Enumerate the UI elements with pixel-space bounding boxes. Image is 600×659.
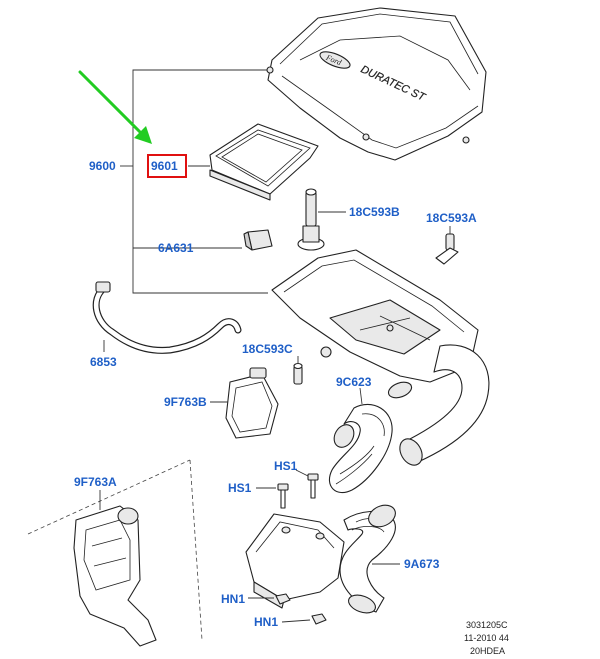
sensor-18c593b xyxy=(297,188,346,251)
ref-line-2: 11-2010 44 xyxy=(464,633,509,643)
assembly-bracket xyxy=(120,69,268,294)
duct-9a673 xyxy=(339,504,400,614)
resonator-9f763a xyxy=(73,490,157,647)
engine-cover: Ford DURATEC ST xyxy=(266,7,487,161)
label-18c593b[interactable]: 18C593B xyxy=(349,205,400,219)
nut-hn1-a xyxy=(248,593,291,605)
sensor-18c593a xyxy=(435,226,459,265)
label-6853[interactable]: 6853 xyxy=(90,355,117,369)
label-9f763b[interactable]: 9F763B xyxy=(164,395,207,409)
breather-tube-6853 xyxy=(92,281,242,354)
nut-hn1-b xyxy=(281,613,327,625)
label-18c593c[interactable]: 18C593C xyxy=(242,342,293,356)
hose-9c623 xyxy=(328,387,393,494)
label-9a673[interactable]: 9A673 xyxy=(404,557,440,571)
highlight-box-9601 xyxy=(147,154,187,178)
label-9f763a[interactable]: 9F763A xyxy=(74,475,117,489)
resonator-9f763b xyxy=(210,367,279,439)
label-hs1-left[interactable]: HS1 xyxy=(228,481,252,495)
label-hn1-a[interactable]: HN1 xyxy=(221,592,245,606)
label-hs1-top[interactable]: HS1 xyxy=(274,459,298,473)
label-hn1-b[interactable]: HN1 xyxy=(254,615,278,629)
label-9c623[interactable]: 9C623 xyxy=(336,375,372,389)
section-divider xyxy=(27,459,203,641)
label-18c593a[interactable]: 18C593A xyxy=(426,211,477,225)
label-9601[interactable]: 9601 xyxy=(151,159,178,173)
green-arrow xyxy=(78,70,152,144)
air-filter-element xyxy=(209,123,319,201)
air-filter-housing xyxy=(271,249,490,466)
label-9600[interactable]: 9600 xyxy=(89,159,116,173)
sensor-18c593c xyxy=(293,356,303,385)
label-6a631[interactable]: 6A631 xyxy=(158,241,194,255)
ref-line-1: 3031205C xyxy=(466,620,508,630)
block-6a631 xyxy=(243,229,273,251)
bolt-hs1-top xyxy=(295,469,319,499)
bolt-hs1-left xyxy=(256,483,289,509)
lower-airbox xyxy=(245,513,345,609)
ref-line-3: 20HDEA xyxy=(470,646,505,656)
